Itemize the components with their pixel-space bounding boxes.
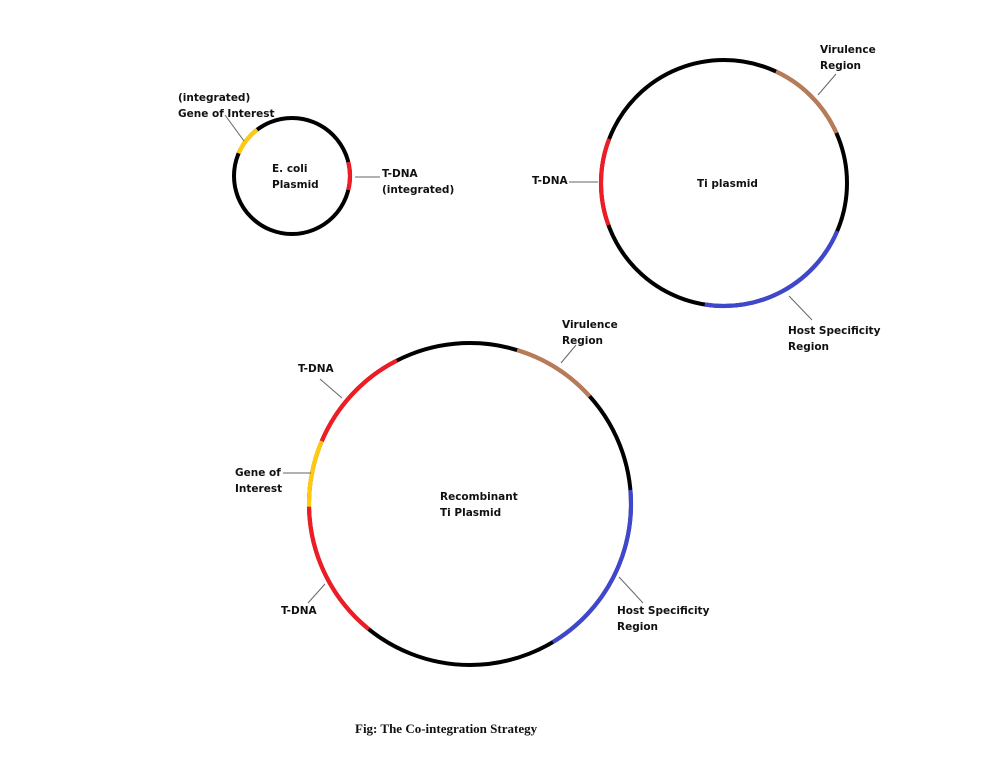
leader-line (319, 378, 343, 399)
plasmid-ti: Ti plasmid (598, 58, 849, 309)
plasmid-title: Ti plasmid (697, 178, 758, 190)
leader-line (560, 344, 577, 364)
label-text: (integrated) (178, 92, 250, 104)
label-text: T-DNA (532, 175, 568, 187)
leader-line (788, 295, 813, 321)
leader-line (224, 114, 245, 142)
label-layer: (integrated)Gene of InterestT-DNA(integr… (178, 44, 881, 633)
segment-tdna (598, 138, 612, 226)
label-text: T-DNA (382, 168, 418, 180)
label-recombinant: Gene of Interest (235, 467, 311, 495)
label-text: Gene of (235, 467, 281, 479)
segment-virulence (775, 69, 839, 134)
label-text: Gene of Interest (178, 108, 275, 120)
label-recombinant: T-DNA (281, 583, 326, 617)
segment-gene (236, 128, 259, 155)
label-text: Region (562, 335, 603, 347)
leader-line (618, 576, 644, 604)
label-ecoli: (integrated) Gene of Interest (178, 92, 275, 142)
leader-line (307, 583, 326, 604)
figure-caption: Fig: The Co-integration Strategy (355, 721, 538, 736)
segment-tdna (319, 358, 398, 442)
segment-host (704, 230, 840, 309)
leader-line (817, 73, 837, 96)
segment-host (551, 489, 634, 644)
label-text: Host Specificity (788, 325, 881, 337)
label-text: Region (617, 621, 658, 633)
label-text: Host Specificity (617, 605, 710, 617)
plasmid-title: Ti Plasmid (440, 507, 501, 519)
label-text: Virulence (562, 319, 618, 331)
plasmid-title: Plasmid (272, 179, 319, 191)
label-text: (integrated) (382, 184, 454, 196)
label-ti: T-DNA (532, 175, 598, 187)
plasmid-title: Recombinant (440, 491, 518, 503)
label-text: Virulence (820, 44, 876, 56)
label-text: T-DNA (281, 605, 317, 617)
segment-virulence (516, 348, 592, 398)
plasmid-title: E. coli (272, 163, 307, 175)
label-recombinant: T-DNA (298, 363, 343, 399)
segment-gene (306, 440, 324, 507)
label-text: Region (788, 341, 829, 353)
segment-tdna (306, 506, 371, 631)
label-ecoli: T-DNA (integrated) (355, 168, 454, 196)
label-text: T-DNA (298, 363, 334, 375)
segment-tdna (346, 161, 353, 191)
label-text: Interest (235, 483, 282, 495)
plasmid-recombinant: Recombinant Ti Plasmid (306, 341, 634, 667)
label-text: Region (820, 60, 861, 72)
